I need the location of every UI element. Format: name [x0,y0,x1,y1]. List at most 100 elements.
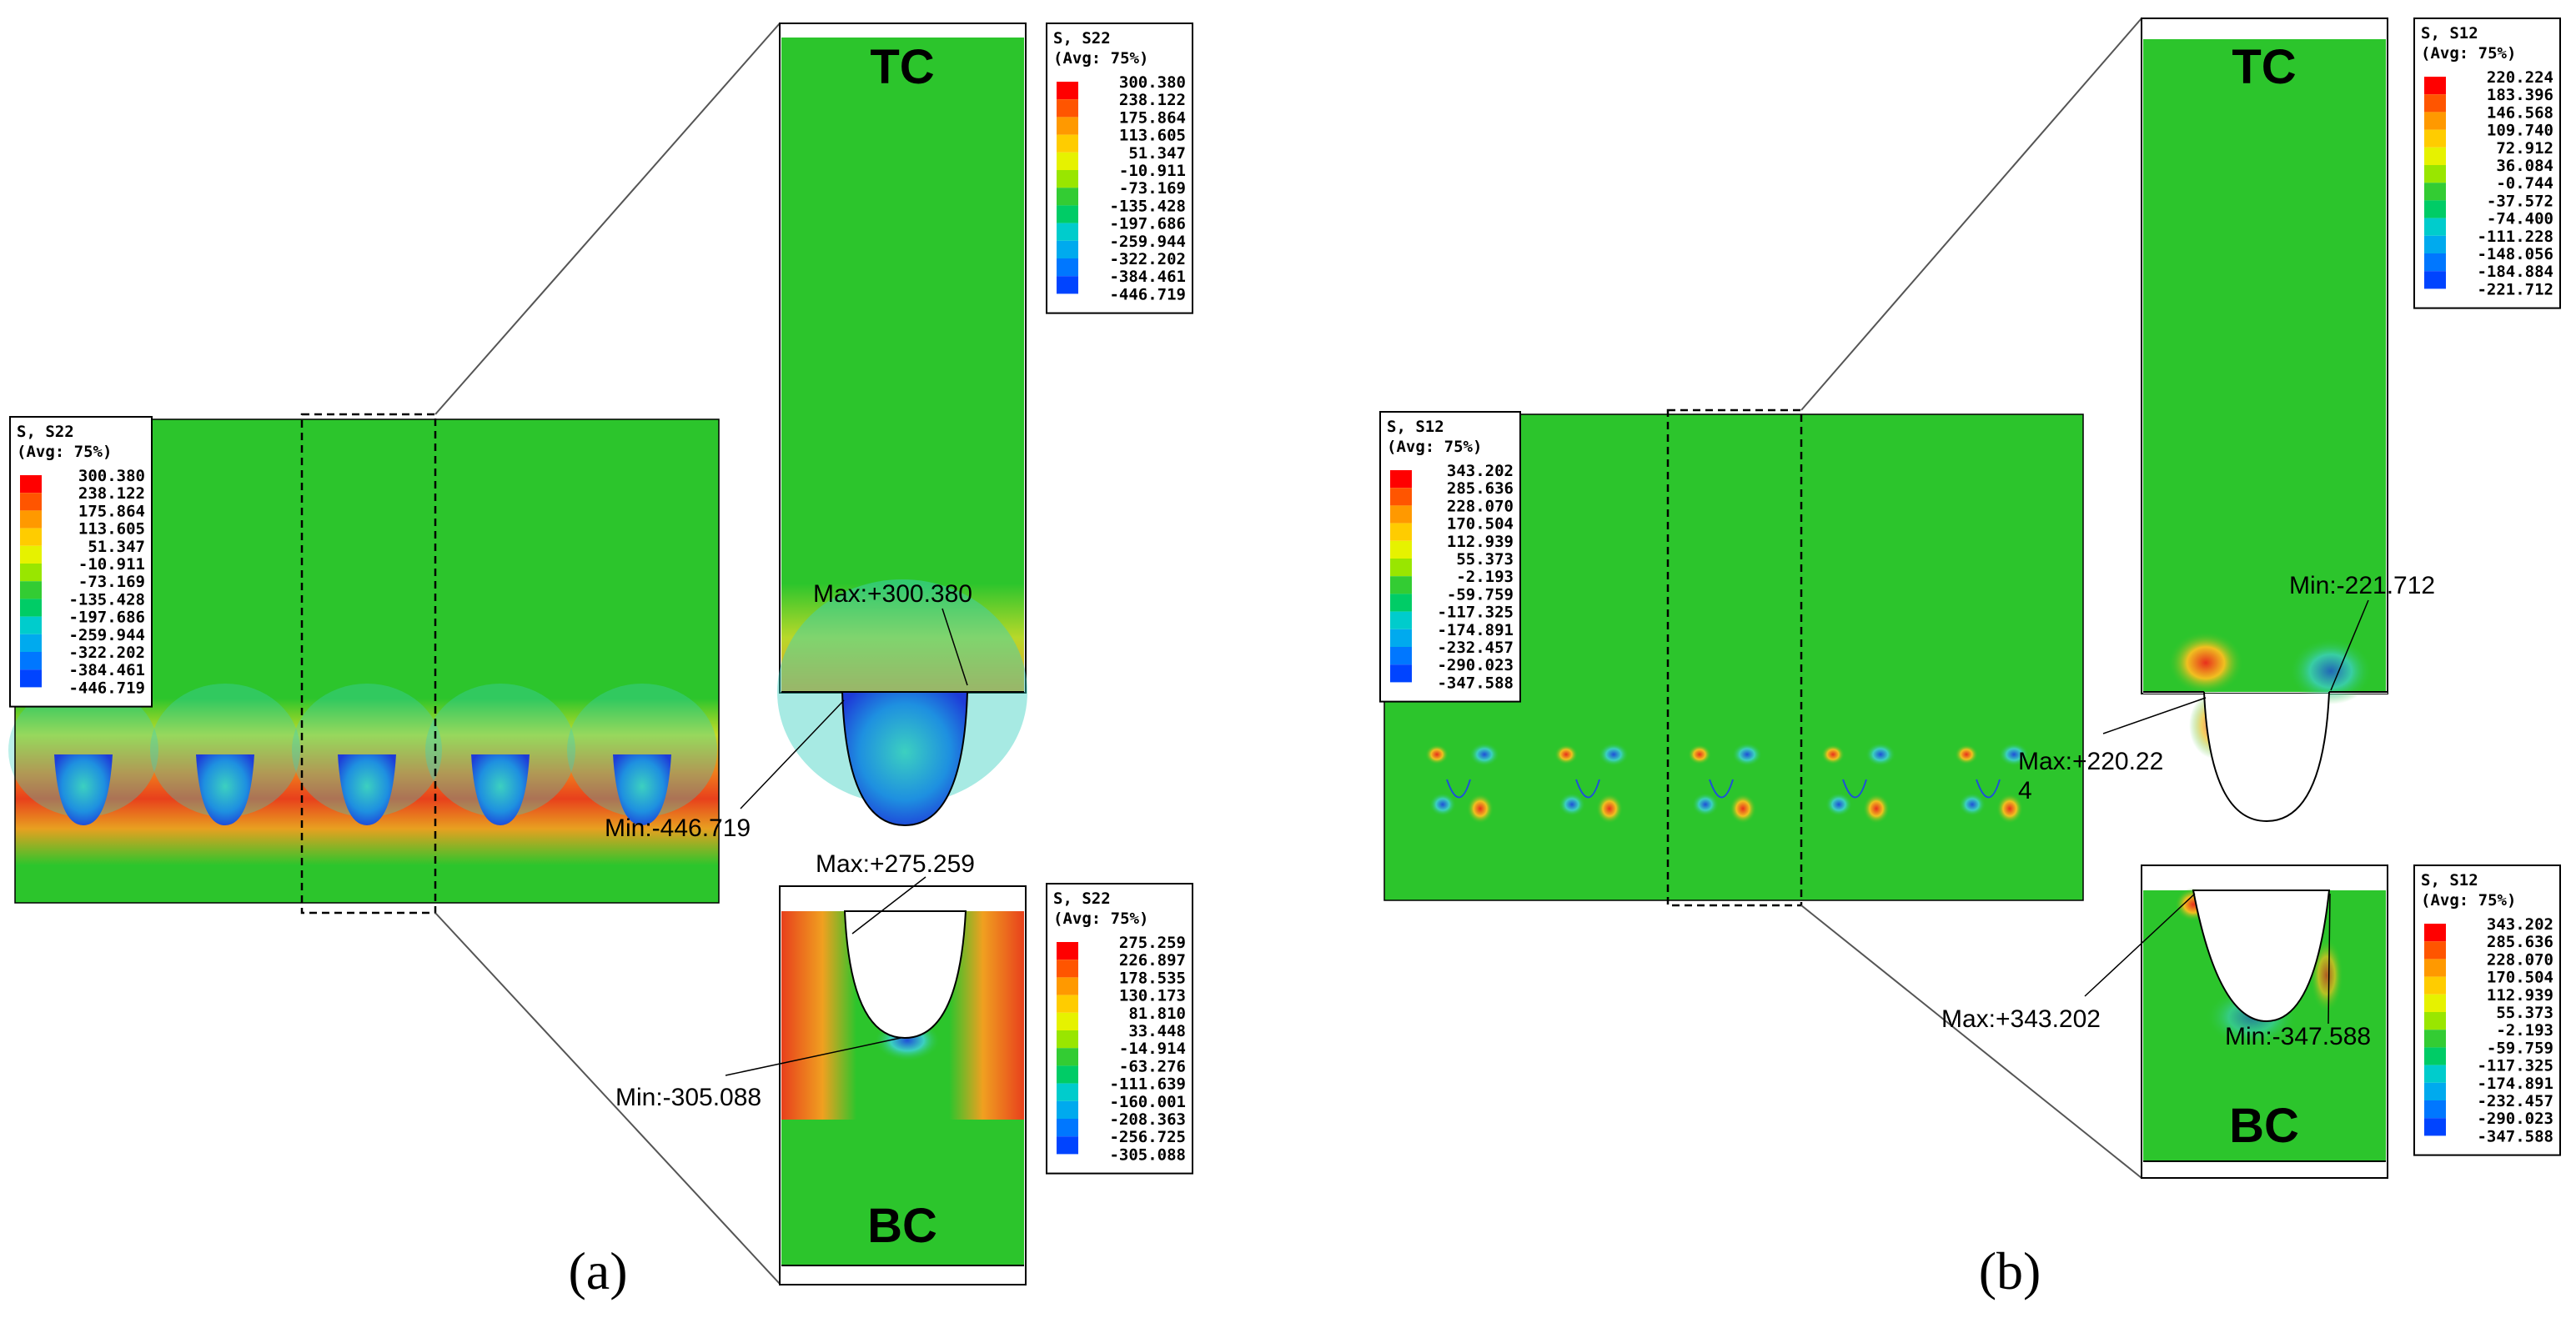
legend-value: 109.740 [2487,122,2553,140]
stress-spot-cold [1732,743,1762,766]
legend-color-swatch [2424,271,2446,289]
legend-value: 55.373 [2496,1004,2553,1022]
legend-value: 146.568 [2487,103,2553,122]
legend-color-swatch [1057,152,1078,170]
stress-spot-hot [1730,794,1756,824]
legend-value: 175.864 [78,502,145,520]
legend-value: 81.810 [1128,1005,1186,1023]
legend-value: -0.744 [2496,174,2553,193]
legend-color-swatch [1057,1030,1078,1049]
groove-halo [8,684,158,817]
legend-value: -14.914 [1119,1040,1186,1058]
legend-value: 72.912 [2496,139,2553,158]
panel-a-legend-bc: S, S22(Avg: 75%)275.259226.897178.535130… [1046,883,1193,1175]
legend-value: 112.939 [2487,986,2553,1005]
panel-b-bc-max-annotation: Max:+343.202 [1941,1005,2101,1033]
panel-a-selection-box [300,413,437,915]
stress-spot-cold [1559,793,1585,816]
stress-spot-hot [1554,744,1578,764]
legend-color-swatch [2424,1030,2446,1048]
legend-title: S, S22 [1053,29,1111,48]
legend-value: 226.897 [1119,951,1186,970]
panel-a-bc-max-annotation: Max:+275.259 [816,850,975,878]
legend-value: -135.428 [68,590,145,609]
groove-notch [338,754,396,825]
legend-value: 175.864 [1119,108,1186,127]
legend-color-swatch [1057,1048,1078,1066]
legend-value: -59.759 [2487,1039,2553,1057]
legend-color-swatch [1057,134,1078,153]
legend-value: -259.944 [68,626,145,644]
legend-title: S, S12 [2421,871,2478,890]
legend-value: -197.686 [1109,215,1186,233]
panel-a-bc-min-annotation: Min:-305.088 [615,1084,761,1111]
legend-value: -2.193 [2496,1021,2553,1040]
legend-color-swatch [1057,960,1078,978]
legend-value: 275.259 [1119,934,1186,952]
panel-b-tc-min-annotation: Min:-221.712 [2289,572,2435,599]
legend-color-swatch [1057,1136,1078,1155]
panel-a-zoom-line-top [434,23,781,415]
legend-value: 220.224 [2487,68,2553,87]
legend-color-swatch [1390,559,1412,577]
stress-spot-cold [1825,793,1852,816]
legend-color-swatch [2424,94,2446,113]
legend-color-swatch [2424,165,2446,183]
legend-value: 33.448 [1128,1022,1186,1040]
legend-value: 300.380 [1119,73,1186,92]
legend-subtitle: (Avg: 75%) [2421,44,2516,63]
legend-value: 55.373 [1456,550,1514,569]
panel-b-bc-label: BC [2229,1099,2299,1153]
legend-value: -174.891 [1437,621,1514,639]
groove-outline [1709,779,1734,799]
legend-color-swatch [1057,170,1078,188]
legend-value: -208.363 [1109,1110,1186,1129]
legend-subtitle: (Avg: 75%) [1053,49,1148,68]
legend-value: 130.173 [1119,987,1186,1005]
legend-value: -111.639 [1109,1075,1186,1094]
legend-value: -322.202 [1109,250,1186,268]
stress-spot-cold [1599,743,1629,766]
legend-color-swatch [20,634,42,652]
groove-outline [1446,779,1471,799]
legend-color-swatch [1390,576,1412,594]
legend-value: -174.891 [2477,1075,2553,1093]
legend-value: -148.056 [2477,245,2553,263]
legend-title: S, S22 [17,423,74,441]
panel-a-tc-min-annotation: Min:-446.719 [605,814,751,842]
legend-subtitle: (Avg: 75%) [1053,910,1148,928]
groove-outline [1842,779,1867,799]
groove-outline [1976,779,2001,799]
legend-color-swatch [2424,77,2446,95]
legend-value: -384.461 [68,661,145,679]
legend-color-swatch [1057,995,1078,1013]
legend-value: -117.325 [2477,1057,2553,1075]
panel-b-legend-main: S, S12(Avg: 75%)343.202285.636228.070170… [1379,411,1521,703]
legend-color-swatch [1057,1083,1078,1101]
legend-color-swatch [20,528,42,546]
panel-b-zoom-line-top [1800,18,2142,411]
legend-value: -197.686 [68,609,145,627]
legend-color-swatch [20,652,42,670]
legend-color-swatch [1057,276,1078,294]
legend-value: 170.504 [1447,515,1514,534]
stress-spot-cold [1959,793,1986,816]
groove-notch [613,754,671,825]
legend-value: 228.070 [1447,497,1514,515]
stress-spot-cold [1469,743,1499,766]
legend-color-swatch [1390,594,1412,612]
stress-spot-cold [1429,793,1456,816]
legend-value: -259.944 [1109,233,1186,251]
panel-b-stress-spots [1425,743,2029,824]
legend-color-swatch [1057,82,1078,100]
legend-value: 343.202 [2487,915,2553,934]
panel-b-legend-tc: S, S12(Avg: 75%)220.224183.396146.568109… [2413,18,2561,309]
legend-value: -73.169 [78,573,145,591]
legend-color-swatch [2424,994,2446,1012]
legend-color-swatch [20,616,42,634]
legend-color-swatch [1390,488,1412,506]
legend-value: -37.572 [2487,192,2553,210]
groove-outline [1575,779,1600,799]
legend-color-swatch [1057,942,1078,960]
panel-a-legend-tc: S, S22(Avg: 75%)300.380238.122175.864113… [1046,23,1193,314]
